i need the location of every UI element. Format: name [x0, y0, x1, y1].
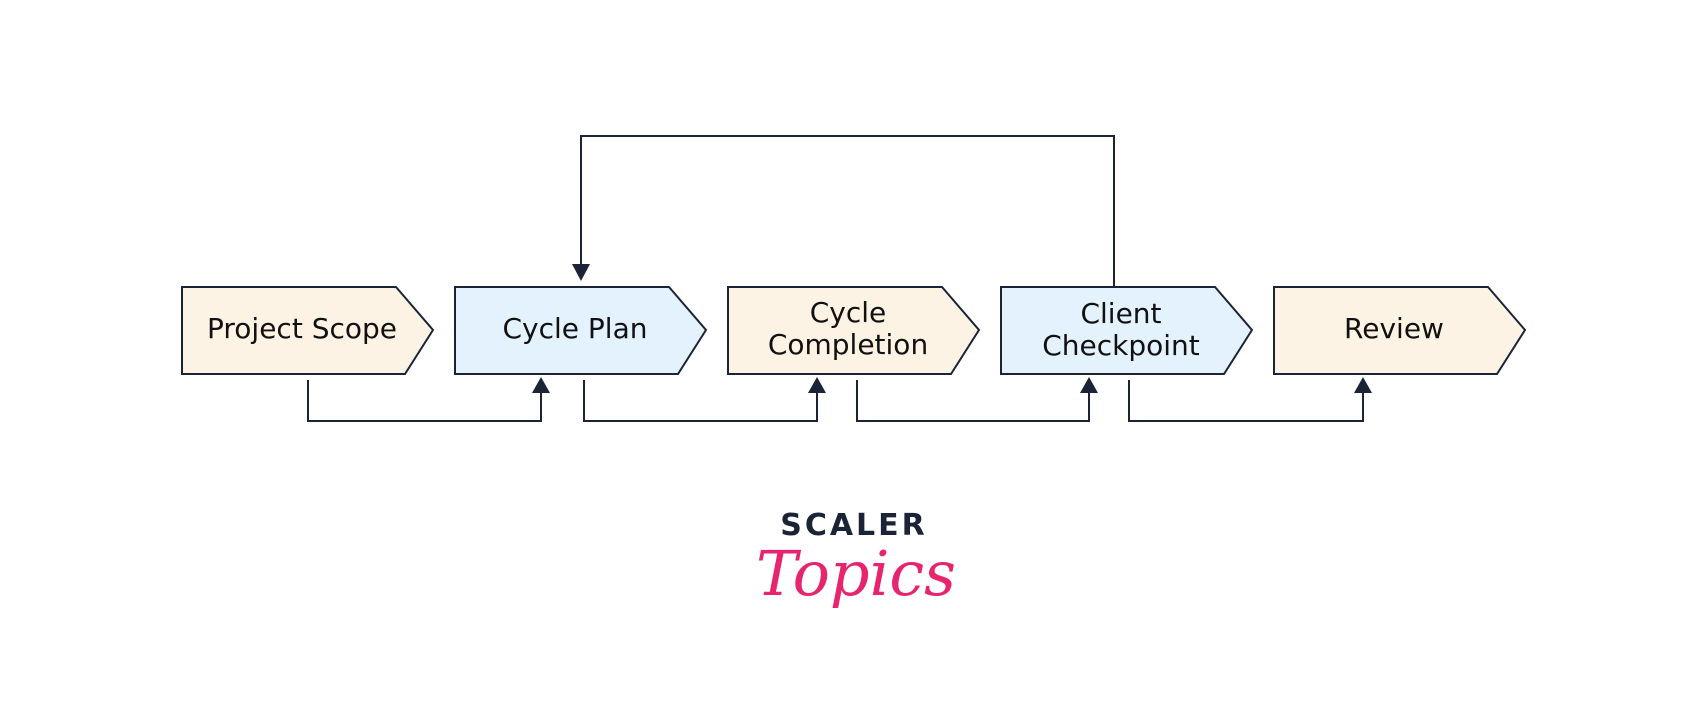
- arrowhead-up-cycle-plan: [532, 377, 550, 393]
- step-shape-cycle-completion: [727, 286, 981, 375]
- connector-scope-to-plan: [307, 380, 542, 422]
- step-shape-cycle-plan: [454, 286, 708, 375]
- arrowhead-up-cycle-completion: [808, 377, 826, 393]
- step-label-cycle-plan: Cycle Plan: [503, 312, 648, 345]
- arrowhead-up-review: [1354, 377, 1372, 393]
- connector-checkpoint-to-review: [1128, 380, 1364, 422]
- step-shape-client-checkpoint: [1000, 286, 1254, 375]
- arrowhead-up-client-checkpoint: [1080, 377, 1098, 393]
- scaler-topics-logo: SCALER Topics: [756, 508, 956, 610]
- logo-wordmark-scaler: SCALER: [780, 508, 928, 543]
- arrowheads: [532, 264, 1372, 393]
- step-label-client-checkpoint-line1: Client: [1080, 297, 1161, 330]
- step-shape-project-scope: [181, 286, 435, 375]
- step-label-cycle-completion-line1: Cycle: [810, 296, 887, 329]
- step-label-client-checkpoint-line2: Checkpoint: [1042, 329, 1200, 362]
- step-label-cycle-completion-line2: Completion: [768, 328, 928, 361]
- step-shape-review: [1273, 286, 1527, 375]
- arrowhead-down-cycle-plan: [572, 264, 590, 281]
- step-shapes: [181, 286, 1527, 375]
- connectors: [307, 135, 1364, 422]
- step-labels: Project Scope Cycle Plan Cycle Completio…: [207, 296, 1444, 362]
- logo-wordmark-topics: Topics: [756, 537, 956, 610]
- step-label-review: Review: [1344, 312, 1444, 345]
- connector-loop-checkpoint-to-plan: [580, 135, 1115, 287]
- connector-plan-to-completion: [583, 380, 818, 422]
- step-label-project-scope: Project Scope: [207, 312, 397, 345]
- connector-completion-to-checkpoint: [856, 380, 1090, 422]
